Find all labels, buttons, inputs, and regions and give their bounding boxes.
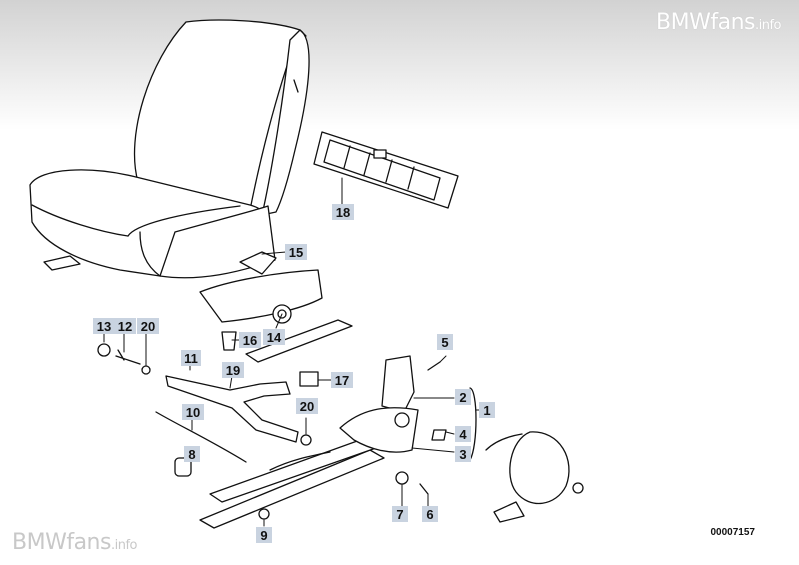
callout-13: 13 xyxy=(97,319,111,334)
diagram-reference-number: 00007157 xyxy=(710,527,756,538)
callout-1: 1 xyxy=(483,403,490,418)
watermark-bottom: BMWfans.info xyxy=(12,530,137,555)
watermark-suffix-bottom: .info xyxy=(110,538,138,553)
part-14-housing xyxy=(199,269,323,324)
callout-10: 10 xyxy=(186,405,200,420)
part-7-nut xyxy=(395,471,409,485)
part-8-bushing xyxy=(174,457,192,477)
header-gradient xyxy=(0,0,799,130)
callout-20-top: 20 xyxy=(141,319,155,334)
seat-illustration xyxy=(29,19,310,279)
part-6-bolt xyxy=(419,483,429,495)
part-11-19-tube xyxy=(165,375,299,443)
callout-11: 11 xyxy=(184,351,198,366)
callout-15: 15 xyxy=(289,245,303,260)
part-1-mechanism xyxy=(339,355,419,453)
watermark-suffix: .info xyxy=(754,18,782,33)
watermark-name-bottom: BMWfans xyxy=(12,530,111,555)
part-13-nut xyxy=(97,343,111,357)
callout-19: 19 xyxy=(226,363,240,378)
watermark-top: BMWfans.info xyxy=(656,10,781,35)
callout-14: 14 xyxy=(267,330,282,345)
part-16-clip xyxy=(221,331,237,351)
part-9-screw xyxy=(258,508,270,520)
part-17-strip xyxy=(245,319,353,363)
part-20-washer-b xyxy=(300,434,312,446)
callout-20-bottom: 20 xyxy=(300,399,314,414)
callout-6: 6 xyxy=(426,507,433,522)
seat-rail xyxy=(199,439,385,529)
callout-7: 7 xyxy=(396,507,403,522)
part-4-clip xyxy=(431,429,447,441)
callout-labels: 15 18 14 16 17 13 12 20 11 19 10 20 8 9 … xyxy=(93,204,495,543)
callout-4: 4 xyxy=(459,427,467,442)
callout-9: 9 xyxy=(260,528,267,543)
callout-16: 16 xyxy=(243,333,257,348)
part-20-washer-a xyxy=(141,365,151,375)
seat-cover-knob xyxy=(485,431,584,523)
watermark-name: BMWfans xyxy=(656,10,755,35)
callout-8: 8 xyxy=(188,447,195,462)
callout-17: 17 xyxy=(335,373,349,388)
part-5-bolt xyxy=(427,361,441,371)
callout-12: 12 xyxy=(118,319,132,334)
part-18-grille xyxy=(313,131,459,209)
part-12-bolt xyxy=(115,349,141,365)
part-17-cap xyxy=(299,371,319,387)
part-10-cable xyxy=(155,411,247,463)
callout-18: 18 xyxy=(336,205,350,220)
callout-3: 3 xyxy=(459,447,466,462)
bracket-1 xyxy=(469,387,477,461)
part-15-wedge xyxy=(239,251,277,275)
callout-2: 2 xyxy=(459,390,466,405)
callout-5: 5 xyxy=(441,335,448,350)
